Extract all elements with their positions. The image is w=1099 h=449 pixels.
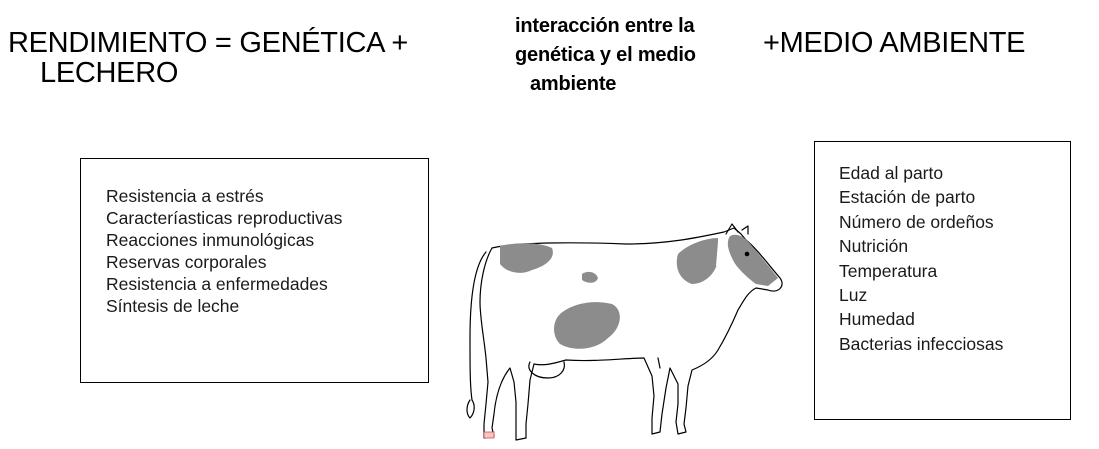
- cow-illustration: [466, 223, 783, 441]
- genetic-factor-item: Resistencia a estrés: [106, 186, 264, 206]
- cow-udder: [528, 361, 565, 379]
- genetic-factor-item: Reacciones inmunológicas: [106, 230, 315, 250]
- cow-spot: [500, 243, 553, 273]
- environment-factor-item: Temperatura: [839, 260, 938, 281]
- environment-factor-item: Nutrición: [839, 236, 909, 257]
- equation-left: RENDIMIENTO = GENÉTICA + LECHERO: [8, 28, 488, 88]
- equation-interaction: interacción entre la genética y el medio…: [515, 12, 775, 99]
- interaction-line-3: ambiente: [530, 73, 617, 95]
- equation-yield-genetics: RENDIMIENTO = GENÉTICA +: [8, 27, 408, 59]
- genetic-factor-item: Síntesis de leche: [106, 296, 240, 316]
- environment-factor-item: Luz: [839, 285, 868, 306]
- genetic-factor-item: Reservas corporales: [106, 252, 267, 272]
- interaction-line-1: interacción entre la: [515, 15, 695, 37]
- cow-ear: [725, 223, 739, 235]
- cow-spot: [554, 302, 620, 349]
- environment-factor-item: Edad al parto: [839, 163, 944, 183]
- genetic-factor-item: Resistencia a enfermedades: [106, 274, 328, 294]
- cow-spot: [582, 271, 598, 283]
- cow-spot: [676, 238, 718, 284]
- environment-factor-item: Humedad: [839, 309, 915, 330]
- environment-factor-item: Número de ordeños: [839, 211, 994, 232]
- equation-milk: LECHERO: [40, 57, 179, 89]
- genetic-factors-box: Resistencia a estrés Caracteríasticas re…: [80, 158, 429, 383]
- environmental-factors-box: Edad al parto Estación de parto Número d…: [814, 141, 1071, 420]
- cow-tail: [466, 251, 487, 419]
- equation-environment: +MEDIO AMBIENTE: [763, 27, 1026, 59]
- cow-hoof: [483, 431, 495, 439]
- cow-spot: [727, 234, 778, 286]
- environment-factor-item: Estación de parto: [839, 187, 976, 208]
- cow-eye: [744, 251, 750, 257]
- genetic-factor-item: Caracteríasticas reproductivas: [106, 208, 343, 228]
- interaction-line-2: genética y el medio: [515, 44, 696, 66]
- cow-horn: [741, 225, 749, 235]
- environment-factor-item: Bacterias infecciosas: [839, 333, 1004, 354]
